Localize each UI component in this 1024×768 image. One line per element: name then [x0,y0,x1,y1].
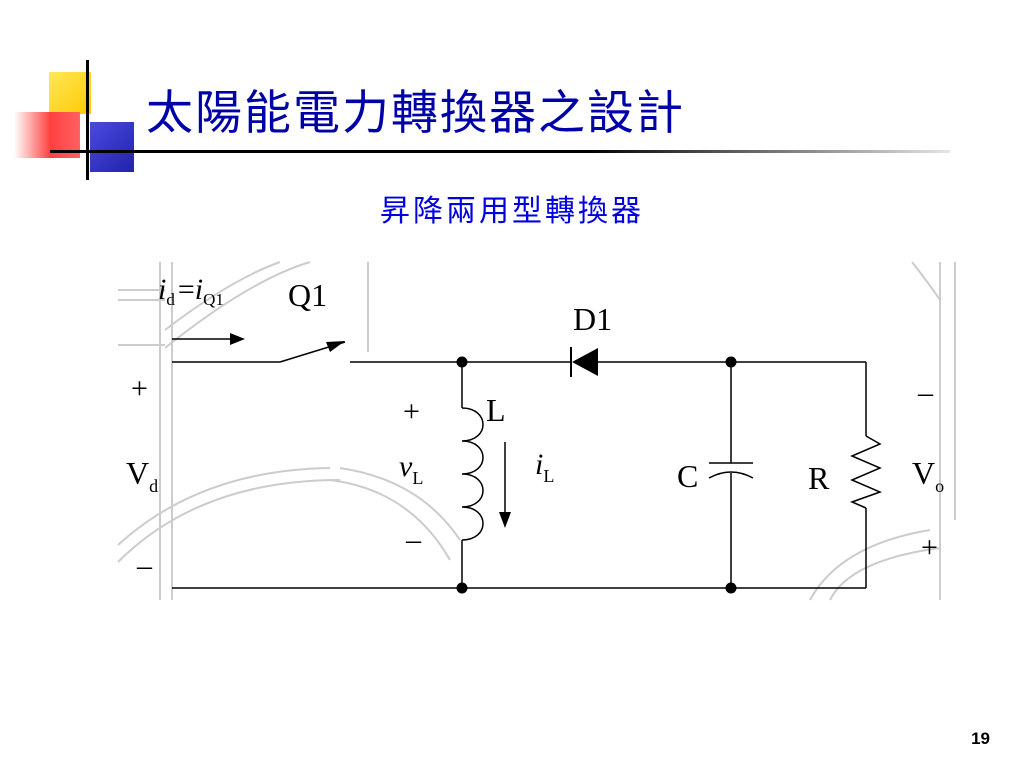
vo-plus-sign: + [921,531,938,564]
vl-label: vL [399,450,423,488]
vd-minus-sign: – [136,549,153,582]
switch-q1-label: Q1 [288,277,327,313]
junction-nodes [456,356,737,594]
blue-square-decoration [90,122,134,172]
horizontal-rule [50,150,950,153]
inductor-l-symbol [461,407,484,541]
input-current-arrow [172,333,245,345]
resistor-r-symbol [849,435,883,509]
inductor-current-arrow [499,442,511,528]
capacitor-c-symbol [708,462,754,479]
vl-minus-sign: – [405,523,422,556]
inductor-l-label: L [486,392,506,428]
resistor-r-label: R [808,460,830,496]
background-frame [117,261,956,601]
diode-d1-label: D1 [573,301,612,337]
page-number: 19 [971,729,990,748]
vd-label: Vd [126,455,158,496]
vl-plus-sign: + [403,395,420,428]
diode-d1-symbol [570,347,598,377]
switch-q1-symbol [279,341,346,363]
vo-label: Vo [912,455,944,496]
vertical-rule [86,60,89,180]
page-subtitle: 昇降兩用型轉換器 [380,194,644,229]
il-label: iL [535,448,554,486]
wires [172,361,867,589]
vd-plus-sign: + [131,372,148,405]
page-title: 太陽能電力轉換器之設計 [146,86,685,141]
vo-minus-sign: – [917,376,934,409]
id-label: id=iQ1 [158,273,224,309]
yellow-square-decoration [49,72,91,114]
capacitor-c-label: C [677,458,698,494]
